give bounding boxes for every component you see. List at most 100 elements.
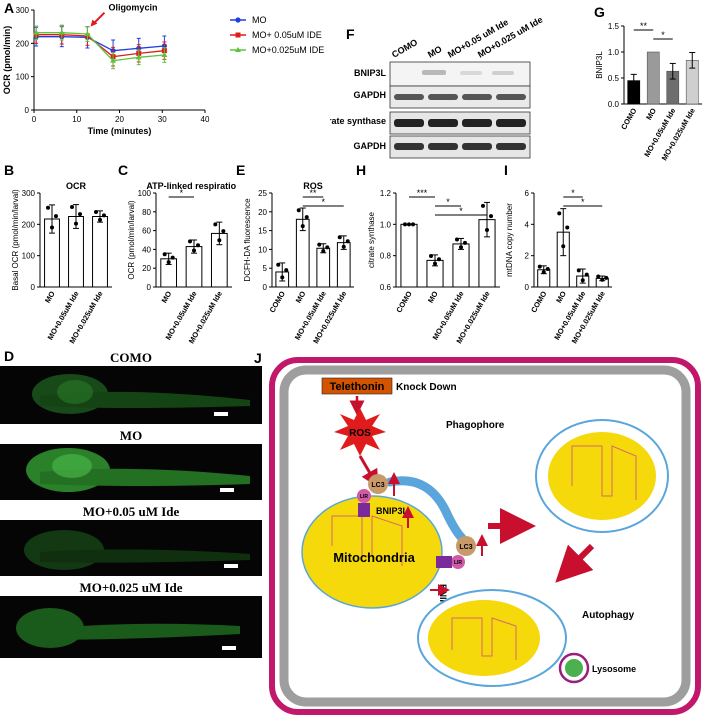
- legend-marker: [235, 32, 241, 38]
- y-tick-label: 200: [16, 39, 30, 48]
- x-tick-label: COMO: [619, 106, 639, 131]
- data-point: [46, 205, 50, 210]
- y-axis-label: OCR (pmol/min/larval): [127, 200, 136, 279]
- data-point: [561, 244, 566, 249]
- significance-label: *: [581, 197, 585, 207]
- y-tick-label: 0: [147, 283, 152, 292]
- bar: [452, 243, 470, 288]
- data-point: [321, 248, 326, 253]
- x-tick-label: 30: [158, 115, 167, 124]
- lysosome-content: [565, 659, 583, 677]
- y-tick-label: 100: [138, 189, 152, 198]
- data-point: [429, 253, 433, 258]
- panel-label-j: J: [254, 350, 262, 366]
- bar: [92, 216, 108, 288]
- telethonin-box: [321, 377, 393, 395]
- legend-marker: [235, 47, 241, 52]
- blot-row-citrate-synthase: Citrate synthase: [330, 111, 531, 135]
- y-tick-label: 6: [525, 189, 530, 198]
- data-point: [481, 203, 485, 208]
- autophagy-label: Autophagy: [582, 610, 635, 621]
- bnip3l-top: [358, 503, 370, 517]
- data-point: [433, 261, 437, 266]
- data-point: [459, 245, 463, 250]
- data-point: [78, 212, 82, 217]
- y-tick-label: 200: [22, 220, 36, 229]
- panel-label-g: G: [594, 4, 605, 20]
- y-tick-label: 80: [142, 208, 151, 217]
- x-tick-label: MO: [43, 289, 57, 304]
- y-tick-label: 60: [142, 227, 151, 236]
- x-tick-label: MO: [294, 289, 308, 304]
- data-point: [345, 239, 350, 244]
- blot-row-bnip3l: BNIP3L: [354, 61, 531, 87]
- panel-label-a: A: [4, 0, 15, 16]
- data-point: [33, 29, 40, 35]
- panel-label-c: C: [118, 162, 129, 178]
- data-point: [213, 222, 218, 227]
- y-axis-label: citrate synthase: [367, 211, 376, 268]
- significance-label: **: [309, 188, 317, 198]
- blot-row-gapdh-1: GAPDH: [353, 85, 531, 109]
- fish-image-ide025: [0, 596, 262, 658]
- y-tick-label: 0: [263, 283, 268, 292]
- y-tick-label: 300: [16, 6, 30, 15]
- autophagosome-1-cristae: [571, 445, 637, 500]
- y-tick-label: 0: [25, 106, 30, 115]
- legend-marker: [235, 17, 241, 23]
- data-point: [600, 277, 605, 282]
- data-point: [580, 278, 585, 283]
- y-tick-label: 2: [525, 252, 530, 261]
- legend-label: MO+ 0.05uM IDE: [252, 30, 322, 40]
- data-point: [304, 215, 309, 220]
- scale-bar: [224, 564, 238, 568]
- x-tick-label: 20: [115, 115, 124, 124]
- bar: [316, 247, 331, 288]
- zebrafish-fluorescence: [26, 448, 250, 492]
- x-tick-label: MO: [160, 289, 174, 304]
- y-axis-label: OCR (pmol/min): [2, 26, 12, 95]
- data-point: [596, 274, 601, 279]
- data-point: [162, 252, 167, 257]
- y-axis-label: mtDNA copy number: [505, 203, 514, 277]
- data-point: [337, 235, 342, 240]
- significance-label: *: [446, 197, 450, 207]
- ros-label: ROS: [349, 428, 371, 439]
- fish-label-ide025: MO+0.025 uM Ide: [79, 580, 183, 595]
- zebrafish-fluorescence: [24, 530, 250, 570]
- blot-lane-labels: COMO MO MO+0.05 uM Ide MO+0.025 uM Ide: [390, 14, 544, 59]
- data-point: [276, 262, 281, 267]
- blot-row-gapdh-2: GAPDH: [353, 135, 531, 159]
- blot-row-label: GAPDH: [353, 141, 386, 151]
- significance-label: *: [459, 206, 463, 216]
- zebrafish-fluorescence: [16, 608, 240, 648]
- data-point: [317, 242, 322, 247]
- y-tick-label: 1.2: [380, 189, 392, 198]
- panel-label-h: H: [356, 162, 367, 178]
- annotation-arrowhead: [90, 19, 98, 27]
- x-tick-label: COMO: [529, 289, 549, 314]
- mitophagy-diagram: Telethonin Knock Down ROS Phagophore Mit…: [269, 357, 701, 715]
- data-point: [584, 272, 589, 277]
- blot-row-label: Citrate synthase: [330, 116, 386, 126]
- mitochondria-label: Mitochondria: [333, 550, 415, 565]
- scale-bar: [214, 412, 228, 416]
- data-point: [192, 248, 196, 253]
- bnip3l-right: [436, 556, 452, 568]
- data-point: [94, 209, 98, 214]
- fish-image-ide05: [0, 520, 262, 576]
- y-tick-label: 5: [263, 264, 268, 273]
- x-tick-label: COMO: [394, 289, 414, 314]
- data-point: [284, 268, 289, 273]
- data-point: [54, 214, 58, 219]
- fish-image-como: [0, 366, 262, 424]
- y-tick-label: 20: [258, 208, 267, 217]
- panel-label-b: B: [4, 162, 15, 178]
- data-point: [407, 222, 411, 227]
- data-point: [576, 268, 581, 273]
